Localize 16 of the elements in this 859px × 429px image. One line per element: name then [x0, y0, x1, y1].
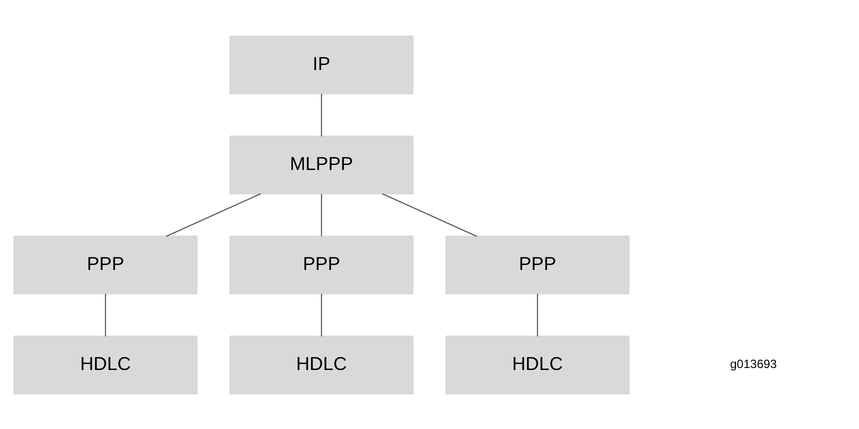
node-box: PPP — [446, 235, 630, 294]
connector — [320, 93, 322, 136]
connector — [382, 192, 478, 236]
connector — [536, 293, 538, 336]
connector — [104, 293, 106, 336]
node-box: MLPPP — [230, 135, 414, 194]
connector — [320, 193, 322, 236]
node-box: PPP — [230, 235, 414, 294]
node-box: PPP — [14, 235, 198, 294]
node-box: IP — [230, 35, 414, 94]
node-box: HDLC — [230, 335, 414, 394]
connector — [166, 192, 261, 236]
node-box: HDLC — [446, 335, 630, 394]
label: g013693 — [730, 356, 777, 370]
node-box: HDLC — [14, 335, 198, 394]
connector — [320, 293, 322, 336]
